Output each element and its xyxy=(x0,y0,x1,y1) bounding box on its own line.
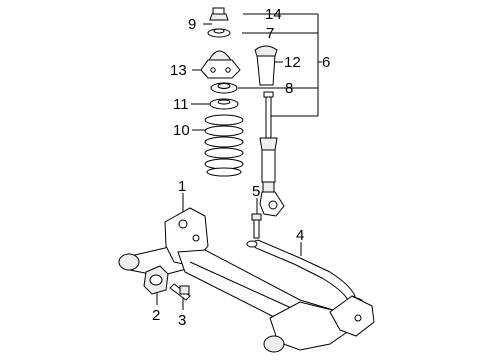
callout-1: 1 xyxy=(178,178,186,195)
axle-beam xyxy=(118,207,375,353)
callout-7: 7 xyxy=(266,25,274,42)
callout-11: 11 xyxy=(173,96,189,113)
callout-6: 6 xyxy=(322,54,330,71)
leader-lines xyxy=(156,13,322,310)
bushing xyxy=(143,265,169,295)
callout-9: 9 xyxy=(188,16,196,33)
callout-13: 13 xyxy=(170,62,187,79)
callout-12: 12 xyxy=(284,54,301,71)
callout-2: 2 xyxy=(152,307,160,324)
coil-spring xyxy=(204,114,244,177)
bushing-bolt xyxy=(169,283,191,301)
callout-14: 14 xyxy=(265,6,282,23)
mount-nut xyxy=(209,7,229,21)
support-mount xyxy=(200,50,241,79)
shock-absorber xyxy=(259,91,285,217)
bump-stopper xyxy=(254,45,278,86)
callout-5: 5 xyxy=(252,183,260,200)
mount-washer xyxy=(207,28,231,38)
spring-seat xyxy=(209,98,239,110)
callout-8: 8 xyxy=(285,80,293,97)
callout-labels: 14 9 7 13 12 6 8 11 10 1 5 4 2 3 xyxy=(152,6,330,329)
callout-4: 4 xyxy=(296,227,304,244)
shock-bolt xyxy=(251,213,262,239)
callout-10: 10 xyxy=(173,122,190,139)
callout-3: 3 xyxy=(178,312,186,329)
upper-insulator xyxy=(210,82,238,94)
